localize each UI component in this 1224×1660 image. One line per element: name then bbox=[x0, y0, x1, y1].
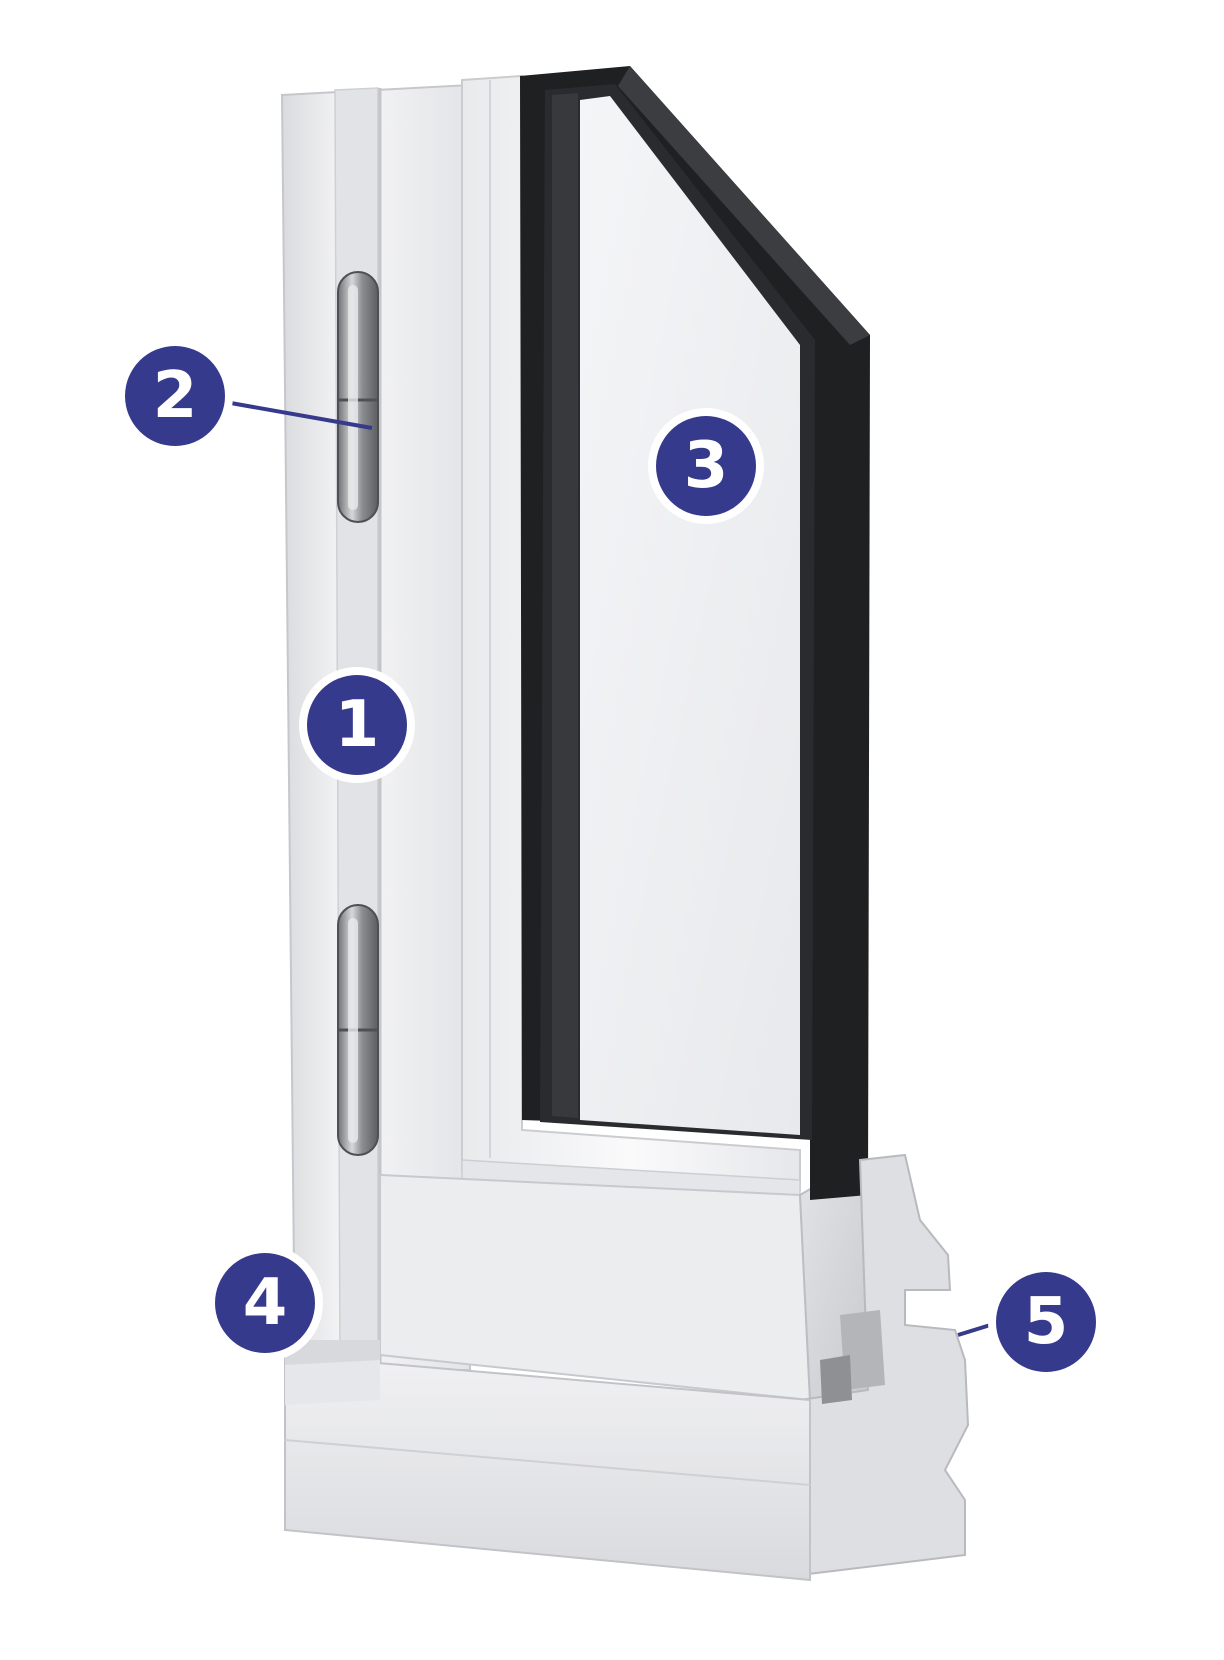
double-glazed-unit bbox=[520, 66, 870, 1200]
hinge-bottom bbox=[337, 904, 379, 1156]
marker-label: 5 bbox=[1024, 1285, 1069, 1359]
hinge-top bbox=[337, 271, 379, 523]
marker-label: 2 bbox=[153, 359, 198, 433]
marker-label: 3 bbox=[684, 429, 729, 503]
leader-line-2 bbox=[224, 400, 373, 430]
marker-5: 5 bbox=[988, 1264, 1104, 1380]
marker-3: 3 bbox=[648, 408, 764, 524]
marker-label: 1 bbox=[335, 688, 380, 762]
weatherseal-profile bbox=[799, 1153, 970, 1577]
bottom-rail bbox=[379, 1158, 870, 1402]
marker-4: 4 bbox=[207, 1245, 323, 1361]
marker-label: 4 bbox=[243, 1266, 288, 1340]
marker-1: 1 bbox=[299, 667, 415, 783]
sill-corner bbox=[285, 1340, 380, 1365]
sill-base bbox=[284, 1353, 811, 1582]
marker-2: 2 bbox=[117, 338, 233, 454]
